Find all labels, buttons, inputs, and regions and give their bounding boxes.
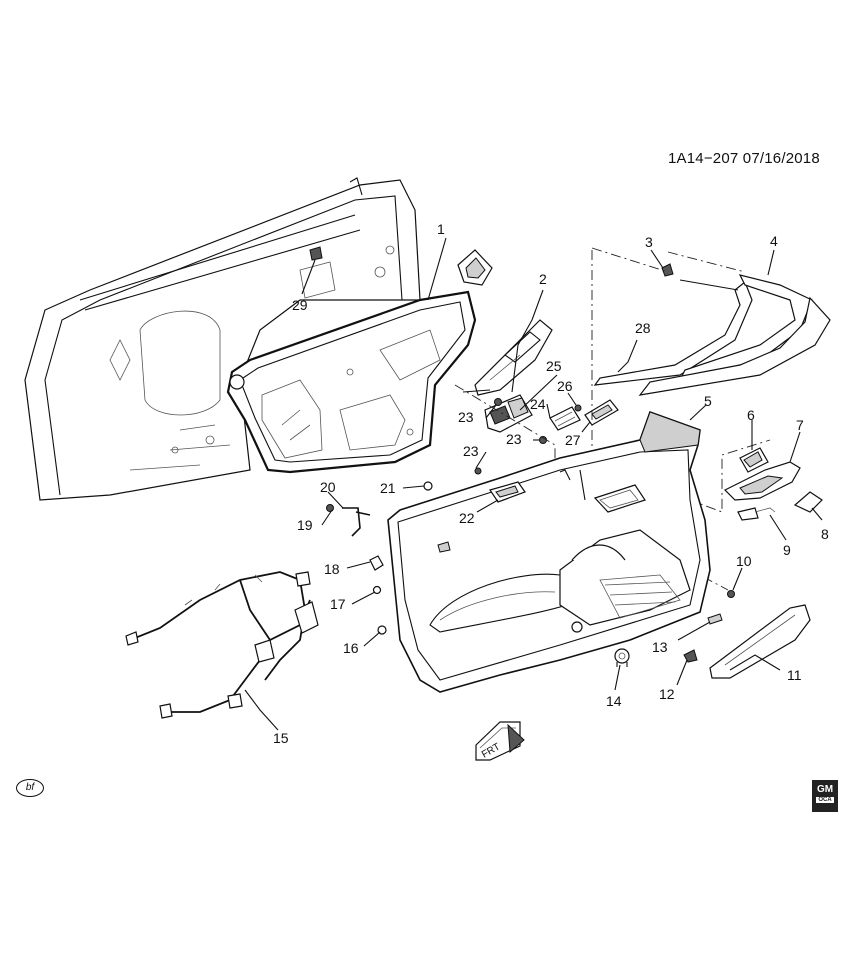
callout-11: 11 xyxy=(787,667,802,683)
drawing-reference-date: 1A14−207 07/16/2018 xyxy=(668,150,820,167)
window-switch-bezel xyxy=(462,319,553,396)
callout-14: 14 xyxy=(606,693,622,709)
callout-1: 1 xyxy=(437,221,445,237)
gm-logo-text: GM xyxy=(816,784,834,795)
screw-19 xyxy=(326,504,334,512)
callout-28: 28 xyxy=(635,320,651,336)
callout-16: 16 xyxy=(343,640,359,656)
callout-27: 27 xyxy=(565,432,581,448)
callout-20: 20 xyxy=(320,479,336,495)
callout-3: 3 xyxy=(645,234,653,250)
switch-bezel-27 xyxy=(584,399,619,426)
callout-23-mid: 23 xyxy=(506,431,522,447)
mirror-switch xyxy=(549,406,581,431)
callout-6: 6 xyxy=(747,407,755,423)
callout-18: 18 xyxy=(324,561,340,577)
handle-cover-22 xyxy=(489,481,526,503)
callout-8: 8 xyxy=(821,526,829,542)
gm-logo: GM OCA xyxy=(812,780,838,812)
callout-19: 19 xyxy=(297,517,313,533)
callout-29: 29 xyxy=(292,297,308,313)
handle-bezel-7 xyxy=(723,461,801,501)
fasteners xyxy=(372,398,735,635)
bracket-20 xyxy=(342,507,371,537)
callout-22: 22 xyxy=(459,510,475,526)
callout-21: 21 xyxy=(380,480,396,496)
retainer-14 xyxy=(614,648,630,667)
connector-9 xyxy=(737,507,776,521)
door-frame xyxy=(24,177,421,501)
callout-labels: 1 2 3 4 5 6 7 8 9 10 11 12 13 14 15 16 1… xyxy=(273,221,829,746)
armrest-pad xyxy=(638,274,831,396)
bf-badge: bf xyxy=(16,779,44,797)
callout-23-lower: 23 xyxy=(463,443,479,459)
front-direction-marker: FRT xyxy=(475,721,525,761)
callout-26: 26 xyxy=(557,378,573,394)
clip-12 xyxy=(683,649,698,663)
callout-13: 13 xyxy=(652,639,668,655)
clip-3 xyxy=(661,263,674,277)
callout-25: 25 xyxy=(546,358,562,374)
gm-logo-sub: OCA xyxy=(816,797,834,803)
inside-door-handle xyxy=(739,447,769,473)
trim-strip-11 xyxy=(709,604,811,679)
cap-8 xyxy=(793,491,823,513)
access-hole-plug xyxy=(457,249,493,286)
callout-2: 2 xyxy=(539,271,547,287)
callout-4: 4 xyxy=(770,233,778,249)
callout-5: 5 xyxy=(704,393,712,409)
callout-17: 17 xyxy=(330,596,346,612)
callout-24: 24 xyxy=(530,396,546,412)
callout-12: 12 xyxy=(659,686,675,702)
callout-23-upper: 23 xyxy=(458,409,474,425)
callout-7: 7 xyxy=(796,417,804,433)
window-switch xyxy=(484,394,533,433)
wiring-harness xyxy=(125,571,319,719)
upper-trim-28 xyxy=(593,279,753,386)
callout-9: 9 xyxy=(783,542,791,558)
callout-10: 10 xyxy=(736,553,752,569)
callout-15: 15 xyxy=(273,730,289,746)
water-deflector-seal xyxy=(226,290,477,474)
leader-lines xyxy=(244,237,823,731)
bumper-18 xyxy=(369,555,384,571)
clip-29 xyxy=(309,246,323,261)
door-trim-panel xyxy=(387,410,711,693)
